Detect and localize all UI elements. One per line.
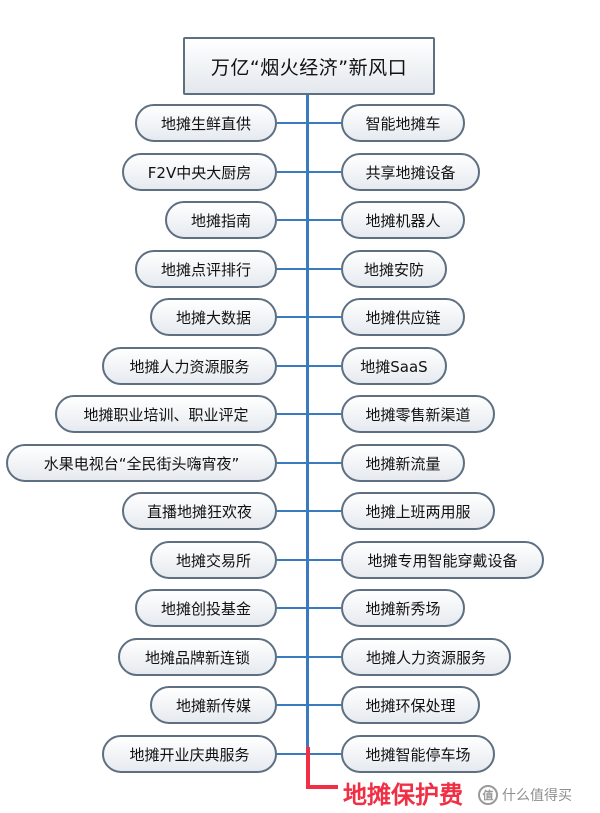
right-branch-line xyxy=(308,316,341,318)
left-branch-line xyxy=(277,365,307,367)
right-node: 地摊专用智能穿戴设备 xyxy=(341,541,544,579)
left-node: 地摊生鲜直供 xyxy=(135,104,277,142)
left-node: 地摊品牌新连锁 xyxy=(118,638,277,676)
right-node: 地摊智能停车场 xyxy=(341,735,495,773)
right-branch-line xyxy=(308,656,341,658)
left-node: F2V中央大厨房 xyxy=(122,153,277,191)
left-branch-line xyxy=(277,316,307,318)
right-branch-line xyxy=(308,219,341,221)
right-node: 地摊供应链 xyxy=(341,298,465,336)
left-node: 地摊开业庆典服务 xyxy=(102,735,277,773)
right-node: 地摊人力资源服务 xyxy=(341,638,511,676)
left-node: 地摊新传媒 xyxy=(150,686,277,724)
right-node: 地摊零售新渠道 xyxy=(341,395,495,433)
right-node: 智能地摊车 xyxy=(341,104,465,142)
right-branch-line xyxy=(308,268,341,270)
left-branch-line xyxy=(277,219,307,221)
right-branch-line xyxy=(308,753,341,755)
left-node: 地摊职业培训、职业评定 xyxy=(55,395,277,433)
right-node: 地摊新秀场 xyxy=(341,589,465,627)
right-node: 地摊上班两用服 xyxy=(341,492,495,530)
watermark: 值 什么值得买 xyxy=(478,785,572,805)
right-branch-line xyxy=(308,462,341,464)
watermark-logo-icon: 值 xyxy=(478,785,498,805)
left-branch-line xyxy=(277,656,307,658)
left-branch-line xyxy=(277,607,307,609)
left-branch-line xyxy=(277,122,307,124)
highlight-connector-horizontal xyxy=(306,785,338,789)
left-branch-line xyxy=(277,753,307,755)
right-node: 地摊环保处理 xyxy=(341,686,480,724)
left-branch-line xyxy=(277,171,307,173)
right-node: 地摊安防 xyxy=(341,250,447,288)
right-node: 地摊SaaS xyxy=(341,347,447,385)
right-branch-line xyxy=(308,510,341,512)
left-branch-line xyxy=(277,704,307,706)
highlight-label: 地摊保护费 xyxy=(343,781,463,809)
left-branch-line xyxy=(277,462,307,464)
left-node: 地摊点评排行 xyxy=(135,250,277,288)
right-branch-line xyxy=(308,413,341,415)
left-node: 地摊人力资源服务 xyxy=(102,347,277,385)
trunk-line xyxy=(306,95,309,747)
left-node: 地摊交易所 xyxy=(150,541,277,579)
right-branch-line xyxy=(308,365,341,367)
right-branch-line xyxy=(308,607,341,609)
left-node: 直播地摊狂欢夜 xyxy=(122,492,277,530)
left-branch-line xyxy=(277,268,307,270)
left-branch-line xyxy=(277,413,307,415)
right-node: 地摊机器人 xyxy=(341,201,465,239)
left-branch-line xyxy=(277,510,307,512)
highlight-connector-vertical xyxy=(306,747,310,789)
left-node: 水果电视台“全民街头嗨宵夜” xyxy=(6,444,277,482)
left-node: 地摊创投基金 xyxy=(135,589,277,627)
left-node: 地摊指南 xyxy=(165,201,277,239)
right-branch-line xyxy=(308,122,341,124)
left-branch-line xyxy=(277,559,307,561)
right-branch-line xyxy=(308,704,341,706)
right-node: 共享地摊设备 xyxy=(341,153,480,191)
root-node: 万亿“烟火经济”新风口 xyxy=(183,37,435,95)
right-node: 地摊新流量 xyxy=(341,444,465,482)
right-branch-line xyxy=(308,171,341,173)
right-branch-line xyxy=(308,559,341,561)
left-node: 地摊大数据 xyxy=(150,298,277,336)
watermark-text: 什么值得买 xyxy=(502,788,572,804)
